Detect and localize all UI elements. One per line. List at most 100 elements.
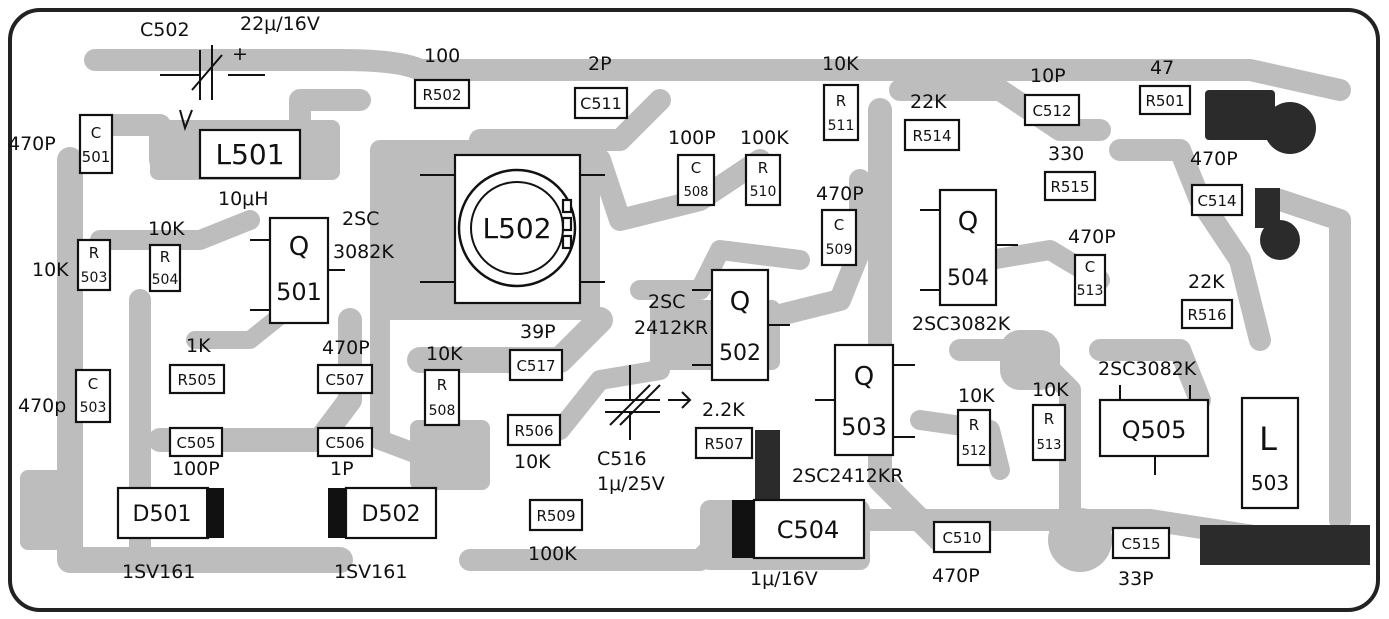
svg-text:R: R [1044,410,1054,428]
svg-text:R501: R501 [1145,92,1184,110]
svg-text:513: 513 [1077,283,1104,299]
svg-text:503: 503 [81,270,108,286]
r509-value: 100K [528,543,577,565]
r514-value: 22K [910,91,947,113]
svg-text:R502: R502 [422,86,461,104]
resistor-r503: R 503 10K [32,238,112,292]
svg-text:C511: C511 [580,94,622,113]
capacitor-c516: C516 1μ/25V [597,365,692,495]
svg-text:C: C [691,159,701,177]
svg-text:Q: Q [958,207,978,237]
capacitor-c508: C 508 100P [668,127,716,207]
c504-value: 1μ/16V [750,568,818,590]
svg-text:R509: R509 [536,507,575,525]
q505-part: 2SC3082K [1098,358,1197,380]
svg-text:501: 501 [82,148,111,166]
capacitor-c515: C515 33P [1111,526,1171,590]
c515-value: 33P [1118,568,1154,590]
svg-text:C505: C505 [176,434,215,452]
r502-value: 100 [424,45,460,67]
svg-text:L: L [1259,420,1277,458]
svg-text:502: 502 [719,341,761,366]
svg-text:L502: L502 [482,212,551,245]
c510-value: 470P [932,565,980,587]
svg-text:504: 504 [152,272,179,288]
r510-value: 100K [740,127,789,149]
c502-ref: C502 [140,19,190,41]
c516-ref: C516 [597,448,647,470]
svg-text:R515: R515 [1050,178,1089,196]
q501-part-line2: 3082K [333,241,394,263]
svg-text:511: 511 [828,118,855,134]
resistor-r501: R501 47 [1138,57,1192,116]
capacitor-c511: C511 2P [573,53,629,120]
svg-text:R: R [758,159,768,177]
resistor-r508: R 508 10K [423,343,463,427]
svg-text:C512: C512 [1032,102,1071,120]
capacitor-c505: C505 100P [168,426,224,480]
dark-pads [755,90,1370,565]
resistor-r513: R 513 10K [1031,379,1069,462]
svg-text:C515: C515 [1121,535,1160,553]
transistor-q505: Q505 2SC3082K [1098,358,1210,475]
inductor-l503: L 503 [1240,396,1300,510]
svg-text:510: 510 [750,184,777,200]
resistor-r502: R502 100 [413,45,471,110]
transistor-q502: Q 502 2SC 2412KR [634,268,790,382]
capacitor-c514: C514 470P [1190,148,1244,217]
capacitor-c512: C512 10P [1023,65,1081,127]
svg-text:Q: Q [289,232,309,262]
c517-value: 39P [520,321,556,343]
svg-text:R506: R506 [514,422,553,440]
capacitor-c501: C 501 470P [8,113,114,175]
svg-text:Q505: Q505 [1122,416,1187,444]
d502-part: 1SV161 [334,561,407,583]
svg-text:R: R [160,248,170,266]
resistor-r514: R514 22K [903,91,961,152]
c508-value: 100P [668,127,716,149]
svg-text:D502: D502 [362,502,421,527]
capacitor-c509: C 509 470P [816,183,864,267]
resistor-r505: R505 1K [168,335,226,395]
capacitor-c504: C504 1μ/16V [732,498,866,590]
capacitor-c510: C510 470P [932,520,992,587]
resistor-r510: R 510 100K [740,127,789,207]
svg-text:C514: C514 [1197,192,1236,210]
svg-text:Q: Q [730,287,750,317]
d501-part: 1SV161 [122,561,195,583]
svg-text:Q: Q [854,362,874,392]
r508-value: 10K [426,343,463,365]
svg-text:509: 509 [826,242,853,258]
svg-text:503: 503 [80,400,107,416]
capacitor-c503: C 503 470p [18,368,112,424]
capacitor-c507: C507 470P [316,337,374,395]
c512-value: 10P [1030,65,1066,87]
inductor-l501: L501 10μH [198,128,302,210]
c511-value: 2P [588,53,612,75]
svg-text:508: 508 [429,403,456,419]
capacitor-c502: C502 22μ/16V + [140,13,320,132]
svg-text:C510: C510 [942,529,981,547]
c502-value: 22μ/16V [240,13,320,35]
svg-text:C506: C506 [325,434,364,452]
r506-value: 10K [514,451,551,473]
q503-part: 2SC2412KR [792,465,903,487]
svg-text:C: C [88,375,98,393]
c516-value: 1μ/25V [597,473,665,495]
resistor-r511: R 511 10K [822,53,859,142]
svg-text:R516: R516 [1187,306,1226,324]
resistor-r507: R507 2.2K [694,399,754,460]
r501-value: 47 [1150,57,1174,79]
c509-value: 470P [816,183,864,205]
r516-value: 22K [1188,271,1225,293]
c506-value: 1P [330,458,354,480]
resistor-r504: R 504 10K [148,218,185,293]
resistor-r506: R506 10K [506,413,562,473]
c501-value: 470P [8,133,56,155]
capacitor-c517: C517 39P [508,321,564,382]
svg-text:503: 503 [841,413,887,441]
c502-polarity: + [232,43,248,65]
r511-value: 10K [822,53,859,75]
r504-value: 10K [148,218,185,240]
